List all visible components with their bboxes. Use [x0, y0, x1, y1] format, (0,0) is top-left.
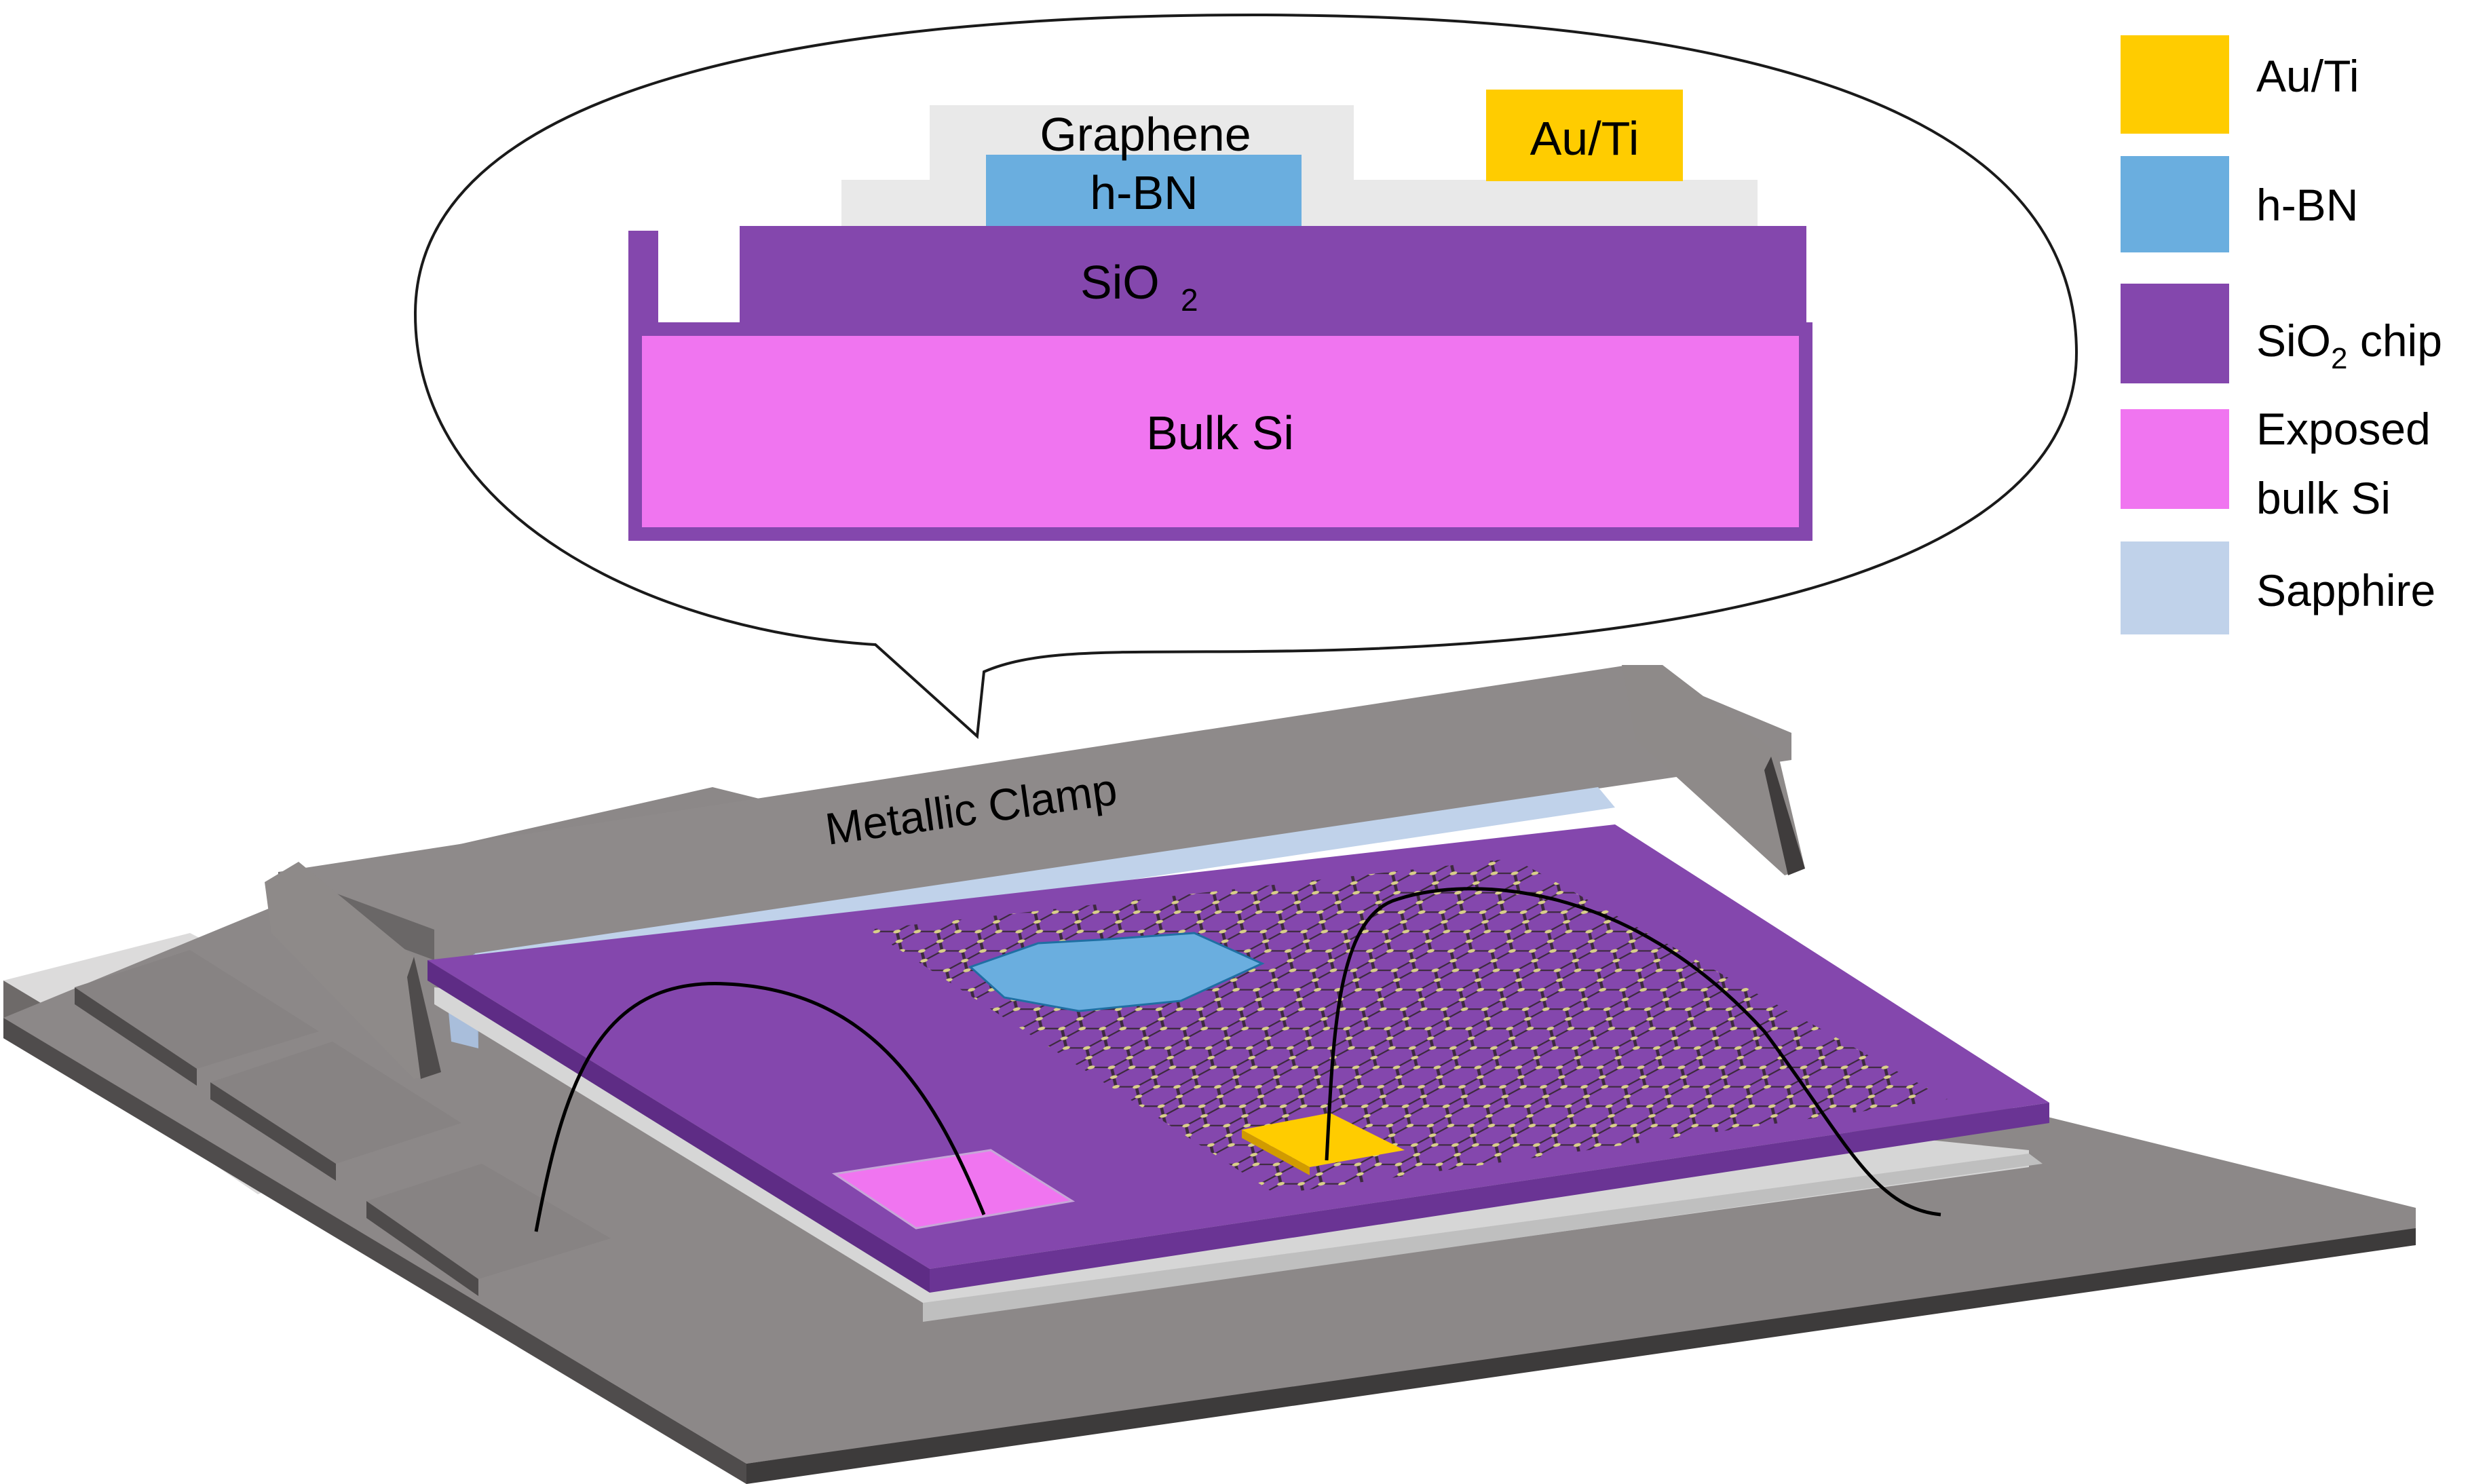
graphene-label: Graphene [1040, 108, 1251, 161]
exposed-si-pad [831, 1149, 1076, 1230]
sio2-label: SiO [1080, 256, 1160, 309]
legend-swatch-hbn [2121, 156, 2229, 252]
legend-label-sio2-main: SiO [2256, 316, 2331, 366]
auti-pad-edge [1242, 1130, 1310, 1175]
legend-swatch-sapphire [2121, 541, 2229, 634]
contact-pads [75, 950, 611, 1296]
hbn-block [986, 155, 1302, 226]
sio2-right-edge [1800, 226, 1806, 538]
auti-contact [1486, 90, 1683, 181]
hbn-flake [968, 932, 1265, 1012]
legend-label-auti: Au/Ti [2256, 51, 2359, 101]
legend-label-exposed-si-line2: bulk Si [2256, 473, 2391, 523]
sapphire-base-edge [923, 1154, 2043, 1322]
sio2-label-main: SiO [1080, 256, 1160, 309]
legend-label-sapphire: Sapphire [2256, 565, 2435, 615]
sio2-subscript: 2 [1181, 282, 1198, 318]
legend-label-sio2: SiO2 chip [2256, 316, 2442, 375]
sio2-bottom-edge [628, 529, 1806, 539]
bonding-wire-left [534, 982, 986, 1232]
legend-label-exposed-si-line1: Exposed [2256, 404, 2431, 454]
legend-label-hbn: h-BN [2256, 180, 2358, 230]
legend-label-sio2-sub: 2 [2331, 342, 2347, 375]
legend: Au/Ti h-BN SiO2 chip Exposed bulk Si Sap… [2121, 35, 2442, 634]
bulk-si-label: Bulk Si [1146, 406, 1294, 459]
bonding-wire-right [1325, 887, 1941, 1217]
legend-swatch-exposed-si [2121, 409, 2229, 509]
sio2-layer [740, 226, 1806, 331]
legend-swatch-sio2 [2121, 284, 2229, 383]
auti-label: Au/Ti [1530, 112, 1639, 165]
legend-label-sio2-suffix: chip [2348, 316, 2442, 366]
hbn-label: h-BN [1090, 166, 1198, 219]
auti-pad [1242, 1113, 1405, 1167]
legend-swatch-auti [2121, 35, 2229, 134]
